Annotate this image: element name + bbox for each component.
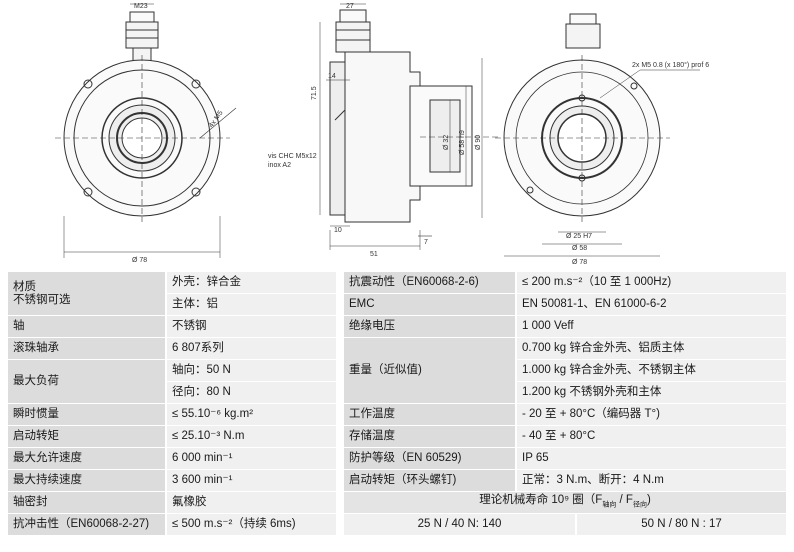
side-d90-dim: Ø 90 xyxy=(475,135,482,150)
life-title: 理论机械寿命 10⁹ 圈（F轴向 / F径向) xyxy=(344,491,787,514)
spec-value: 不锈钢 xyxy=(165,315,336,338)
spec-label: 最大允许速度 xyxy=(8,447,166,470)
spec-label: EMC xyxy=(344,293,516,316)
table-row: 最大允许速度 6 000 min⁻¹ xyxy=(8,447,336,470)
spec-value: 主体：铝 xyxy=(165,293,336,316)
back-d25-dim: Ø 25 H7 xyxy=(566,233,592,240)
table-row: 抗震动性（EN60068-2-6) ≤ 200 m.s⁻²（10 至 1 000… xyxy=(344,272,787,294)
table-row: 抗冲击性（EN60068-2-27) ≤ 500 m.s⁻²（持续 6ms) xyxy=(8,513,336,536)
side-view-drawing xyxy=(319,3,500,250)
life-value-2: 50 N / 80 N : 17 xyxy=(574,513,787,536)
side-top-dim: 27 xyxy=(346,3,354,10)
table-row: 瞬时惯量 ≤ 55.10⁻⁶ kg.m² xyxy=(8,403,336,426)
spec-value: ≤ 25.10⁻³ N.m xyxy=(165,425,336,448)
table-row: 防护等级（EN 60529) IP 65 xyxy=(344,447,787,470)
front-diameter-dim: Ø 78 xyxy=(132,257,147,264)
spec-value: 0.700 kg 锌合金外壳、铝质主体 xyxy=(514,337,787,360)
side-7-dim: 7 xyxy=(424,239,428,246)
front-view-drawing xyxy=(55,3,237,258)
table-row: 启动转矩 ≤ 25.10⁻³ N.m xyxy=(8,425,336,448)
spec-value: - 40 至 + 80°C xyxy=(514,425,787,448)
table-row: 主体：铝 xyxy=(8,293,336,316)
spec-value: 外壳：锌合金 xyxy=(165,272,336,294)
side-10-dim: 10 xyxy=(334,227,342,234)
side-14-dim: 14 xyxy=(328,73,336,80)
table-row: 材质 不锈钢可选 外壳：锌合金 xyxy=(8,272,336,316)
side-height-dim: 71.5 xyxy=(311,86,318,100)
life-title-mid: / F xyxy=(616,493,633,506)
table-row: 存储温度 - 40 至 + 80°C xyxy=(344,425,787,448)
spec-label: 抗震动性（EN60068-2-6) xyxy=(344,272,516,294)
left-spec-table: 材质 不锈钢可选 外壳：锌合金 主体：铝 轴 不锈钢 滚珠轴承 6 807系列 … xyxy=(8,272,336,536)
side-51-dim: 51 xyxy=(370,251,378,258)
spec-value: ≤ 500 m.s⁻²（持续 6ms) xyxy=(165,513,336,536)
spec-label: 轴 xyxy=(8,315,166,338)
table-row: 轴密封 氟橡胶 xyxy=(8,491,336,514)
life-title-main: 理论机械寿命 10⁹ 圈（F xyxy=(479,493,603,506)
table-row: 径向：80 N xyxy=(8,381,336,404)
spec-label-sub: 不锈钢可选 xyxy=(13,293,71,306)
table-row: EMC EN 50081-1、EN 61000-6-2 xyxy=(344,293,787,316)
table-row: 滚珠轴承 6 807系列 xyxy=(8,337,336,360)
spec-label: 最大持续速度 xyxy=(8,469,166,492)
spec-value: 氟橡胶 xyxy=(165,491,336,514)
table-row: 最大负荷 轴向：50 N xyxy=(8,359,336,404)
back-d78-dim: Ø 78 xyxy=(572,259,587,266)
spec-label: 存储温度 xyxy=(344,425,516,448)
spec-label: 启动转矩 xyxy=(8,425,166,448)
spec-label: 最大负荷 xyxy=(8,359,166,404)
technical-drawings: M23 4x M5 Ø 78 27 71.5 14 vis CHC M5x12 … xyxy=(55,3,709,266)
spec-value: 1.000 kg 锌合金外壳、不锈钢主体 xyxy=(514,359,787,382)
table-row: 最大持续速度 3 600 min⁻¹ xyxy=(8,469,336,492)
spec-value: 轴向：50 N xyxy=(165,359,336,382)
spec-value: 6 807系列 xyxy=(165,337,336,360)
right-spec-table: 抗震动性（EN60068-2-6) ≤ 200 m.s⁻²（10 至 1 000… xyxy=(344,272,787,536)
spec-label: 材质 不锈钢可选 xyxy=(8,272,166,316)
spec-value: ≤ 200 m.s⁻²（10 至 1 000Hz) xyxy=(514,272,787,294)
back-d58-dim: Ø 58 xyxy=(572,245,587,252)
spec-label: 轴密封 xyxy=(8,491,166,514)
spec-value: 6 000 min⁻¹ xyxy=(165,447,336,470)
spec-label: 防护等级（EN 60529) xyxy=(344,447,516,470)
spec-value: ≤ 55.10⁻⁶ kg.m² xyxy=(165,403,336,426)
spec-value: - 20 至 + 80°C（编码器 T°) xyxy=(514,403,787,426)
spec-value: EN 50081-1、EN 61000-6-2 xyxy=(514,293,787,316)
spec-label-main: 材质 xyxy=(13,280,36,293)
table-row: 1.000 kg 锌合金外壳、不锈钢主体 xyxy=(344,359,787,382)
table-row: 工作温度 - 20 至 + 80°C（编码器 T°) xyxy=(344,403,787,426)
side-screw-note-1: vis CHC M5x12 xyxy=(268,153,317,160)
side-d32-dim: Ø 32 xyxy=(443,135,450,150)
life-title-sub1: 轴向 xyxy=(602,501,617,509)
table-row: 理论机械寿命 10⁹ 圈（F轴向 / F径向) xyxy=(344,491,787,514)
life-title-sub2: 径向 xyxy=(632,501,647,509)
table-row: 25 N / 40 N: 140 50 N / 80 N : 17 xyxy=(344,513,787,536)
side-d58h9-dim: Ø 58 h9 xyxy=(459,130,466,155)
spec-label: 绝缘电压 xyxy=(344,315,516,338)
life-title-end: ) xyxy=(646,493,651,506)
spec-label: 工作温度 xyxy=(344,403,516,426)
table-row: 轴 不锈钢 xyxy=(8,315,336,338)
spec-label: 滚珠轴承 xyxy=(8,337,166,360)
table-row: 启动转矩（环头螺钉) 正常：3 N.m、断开：4 N.m xyxy=(344,469,787,492)
life-value-1: 25 N / 40 N: 140 xyxy=(344,513,576,536)
spec-value: 径向：80 N xyxy=(165,381,336,404)
spec-value: IP 65 xyxy=(514,447,787,470)
spec-value: 1 000 Veff xyxy=(514,315,787,338)
front-thread-dim: M23 xyxy=(134,3,148,10)
spec-value: 1.200 kg 不锈钢外壳和主体 xyxy=(514,381,787,404)
spec-label: 重量（近似值) xyxy=(344,337,516,404)
table-row: 1.200 kg 不锈钢外壳和主体 xyxy=(344,381,787,404)
table-row: 重量（近似值) 0.700 kg 锌合金外壳、铝质主体 xyxy=(344,337,787,404)
spec-label: 瞬时惯量 xyxy=(8,403,166,426)
spec-value: 3 600 min⁻¹ xyxy=(165,469,336,492)
back-note: 2x M5 0.8 (x 180°) prof 6 xyxy=(632,61,709,69)
back-view-drawing xyxy=(495,13,700,257)
spec-label: 抗冲击性（EN60068-2-27) xyxy=(8,513,166,536)
table-row: 绝缘电压 1 000 Veff xyxy=(344,315,787,338)
side-screw-note-2: inox A2 xyxy=(268,162,291,169)
spec-label: 启动转矩（环头螺钉) xyxy=(344,469,516,492)
spec-value: 正常：3 N.m、断开：4 N.m xyxy=(514,469,787,492)
